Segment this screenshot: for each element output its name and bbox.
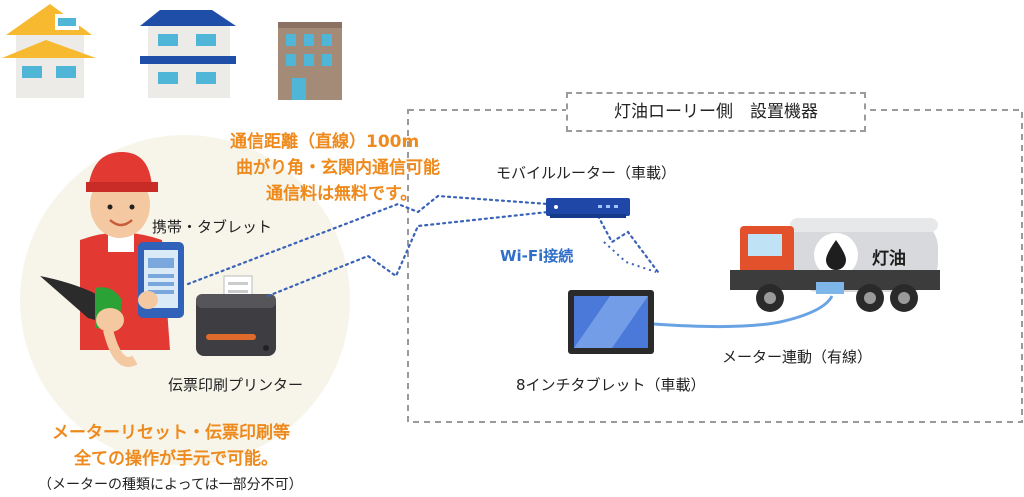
footer-note: （メーターの種類によっては一部分不可） xyxy=(38,477,303,493)
house-yellow-icon xyxy=(2,4,96,98)
apartment-building-icon xyxy=(278,22,342,100)
printer-label: 伝票印刷プリンター xyxy=(168,376,304,394)
tablet-label: 携帯・タブレット xyxy=(152,218,273,236)
handheld-tablet-icon xyxy=(138,242,184,318)
meter-cable xyxy=(653,295,834,329)
range-note-line3: 通信料は無料です。 xyxy=(266,184,418,204)
tank-lorry-icon xyxy=(730,218,940,312)
footer-line1: メーターリセット・伝票印刷等 xyxy=(52,423,290,443)
vehicle-tablet-icon xyxy=(568,290,654,354)
range-note-line2: 曲がり角・玄関内通信可能 xyxy=(236,158,440,178)
meter-link-label: メーター連動（有線） xyxy=(722,348,873,366)
wireless-links xyxy=(186,194,660,298)
receipt-printer-icon xyxy=(196,275,276,356)
range-note-line1: 通信距離（直線）100m xyxy=(230,132,420,152)
mobile-router-icon xyxy=(546,198,630,218)
house-blue-icon xyxy=(140,10,236,98)
equipment-boundary xyxy=(407,109,1023,423)
wifi-link-dots xyxy=(603,241,657,273)
footer-line2: 全ての操作が手元で可能。 xyxy=(74,449,278,469)
equipment-box-title: 灯油ローリー側 設置機器 xyxy=(566,92,866,132)
router-label: モバイルルーター（車載） xyxy=(496,164,677,182)
tank-kerosene-label: 灯油 xyxy=(872,249,906,269)
vehicle-tablet-label: 8インチタブレット（車載） xyxy=(516,376,706,394)
wifi-label: Wi-Fi接続 xyxy=(500,247,574,265)
